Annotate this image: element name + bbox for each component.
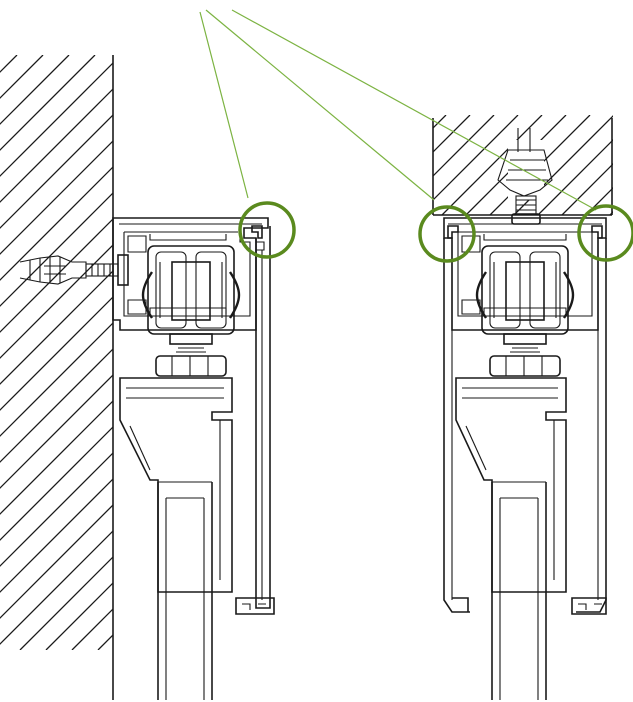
wall-hatch-line (280, 55, 633, 650)
ceiling-hanger-bracket (455, 377, 567, 593)
ceiling-hatch-line (561, 163, 613, 215)
ceiling-trolley (475, 245, 575, 345)
wall-hatch-line (618, 55, 633, 650)
callout-leader-lines (199, 9, 597, 211)
ceiling-door-leaf (491, 481, 547, 700)
wall-mount-view (0, 55, 633, 700)
ceiling-hatch-line (322, 115, 422, 215)
wall-hatch-line (0, 270, 113, 385)
highlight-circle-wall-lip (238, 201, 296, 259)
wall-hatch-line (0, 400, 113, 515)
ceiling-hatch-line (433, 115, 519, 201)
ceiling-hatch-line (202, 115, 302, 215)
wall-hatch-line (0, 55, 18, 73)
highlight-circles (238, 201, 633, 263)
wall-hatching (0, 55, 633, 650)
wall-hatch-line (202, 55, 633, 650)
wall-hatch-line (176, 55, 633, 650)
wall-hatch-line (0, 192, 113, 307)
wall-hatch-line (0, 452, 113, 567)
ceiling-hatch-line (433, 115, 447, 129)
wall-hatch-line (0, 374, 113, 489)
wall-track-profile (112, 217, 269, 331)
wall-hatch-line (71, 608, 113, 650)
wall-hatch-line (358, 55, 633, 650)
wall-hatch-line (0, 322, 113, 437)
wall-anchor-screw (19, 254, 129, 286)
wall-hatch-line (0, 530, 113, 645)
ceiling-hatch-line (585, 187, 613, 215)
wall-hatch-line (0, 244, 113, 359)
ceiling-hatching (178, 115, 613, 215)
wall-hatch-line (0, 62, 113, 177)
wall-hatch-line (332, 55, 633, 650)
ceiling-hatch-line (441, 115, 543, 215)
ceiling-hatch-line (250, 115, 350, 215)
wall-hatch-line (0, 55, 96, 151)
wall-hatch-line (462, 55, 633, 650)
wall-hanger-bracket (119, 377, 233, 593)
ceiling-mount-view (178, 115, 613, 700)
wall-fascia-profile (235, 226, 275, 615)
wall-hatch-line (0, 88, 113, 203)
wall-hatch-line (0, 478, 113, 593)
highlight-circle-ceiling-left-lip (418, 205, 476, 263)
ceiling-fascia-profiles (443, 238, 607, 615)
ceiling-track-profile (443, 217, 607, 331)
wall-hatch-line (0, 296, 113, 411)
ceiling-hatch-line (609, 211, 613, 215)
wall-hatch-line (228, 55, 633, 650)
wall-hatch-line (0, 114, 113, 229)
ceiling-hatch-line (433, 115, 495, 177)
wall-hatch-line (0, 426, 113, 541)
ceiling-hatch-line (537, 139, 613, 215)
ceiling-hatch-line (226, 115, 326, 215)
ceiling-hatch-line (298, 115, 398, 215)
wall-trolley (141, 245, 241, 345)
leader-line-ceiling-right-lip (231, 9, 597, 211)
leader-line-ceiling-left-lip (205, 9, 435, 201)
wall-hatch-line (0, 348, 113, 463)
leader-line-wall-lip (199, 11, 249, 199)
ceiling-hatch-line (274, 115, 374, 215)
wall-hatch-line (566, 55, 633, 650)
wall-door-leaf (157, 481, 213, 700)
wall-hatch-line (0, 504, 113, 619)
ceiling-hanger-bolt (489, 343, 561, 377)
wall-hatch-line (45, 582, 113, 650)
ceiling-hatch-line (433, 115, 471, 153)
highlight-circle-ceiling-right-lip (577, 204, 633, 262)
wall-hanger-bolt (155, 343, 227, 377)
wall-hatch-line (0, 140, 113, 255)
wall-hatch-line (0, 218, 113, 333)
ceiling-hatch-line (178, 115, 278, 215)
